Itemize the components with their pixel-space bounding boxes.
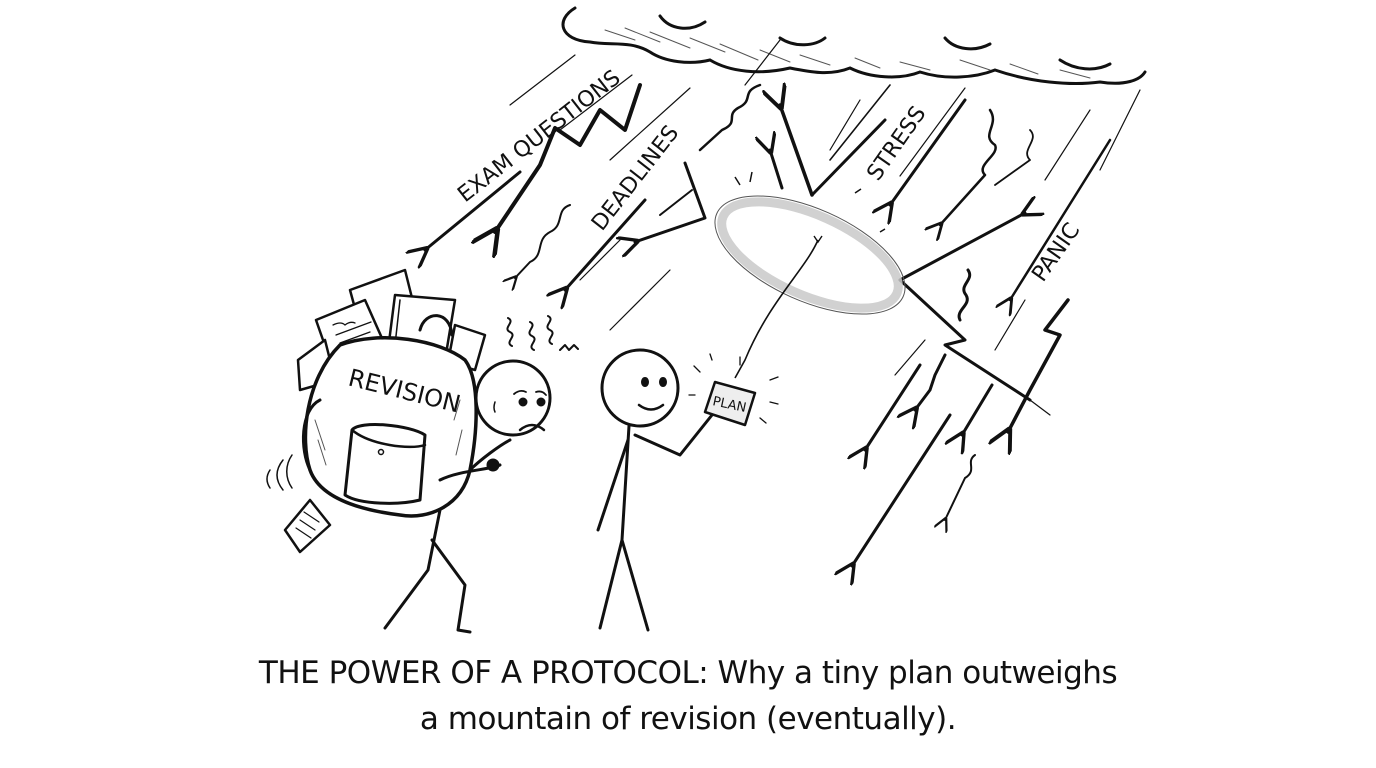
label-panic: PANIC bbox=[1027, 219, 1085, 287]
rain-streaks bbox=[509, 39, 1141, 416]
plan-card-label: PLAN bbox=[711, 394, 747, 416]
storm-cloud bbox=[561, 6, 1147, 85]
stress-arrows bbox=[425, 85, 1112, 566]
caption: THE POWER OF A PROTOCOL: Why a tiny plan… bbox=[0, 650, 1376, 742]
caption-line-1: THE POWER OF A PROTOCOL: Why a tiny plan… bbox=[258, 655, 1118, 691]
calm-student bbox=[596, 348, 779, 632]
label-deadlines: DEADLINES bbox=[587, 121, 684, 236]
label-stress: STRESS bbox=[862, 102, 931, 186]
label-exam-questions: EXAM QUESTIONS bbox=[453, 66, 625, 208]
caption-line-2: a mountain of revision (eventually). bbox=[419, 701, 957, 737]
stressed-student bbox=[266, 268, 579, 634]
plan-shield bbox=[714, 171, 906, 379]
storm-labels: EXAM QUESTIONS DEADLINES STRESS PANIC bbox=[453, 66, 1085, 287]
